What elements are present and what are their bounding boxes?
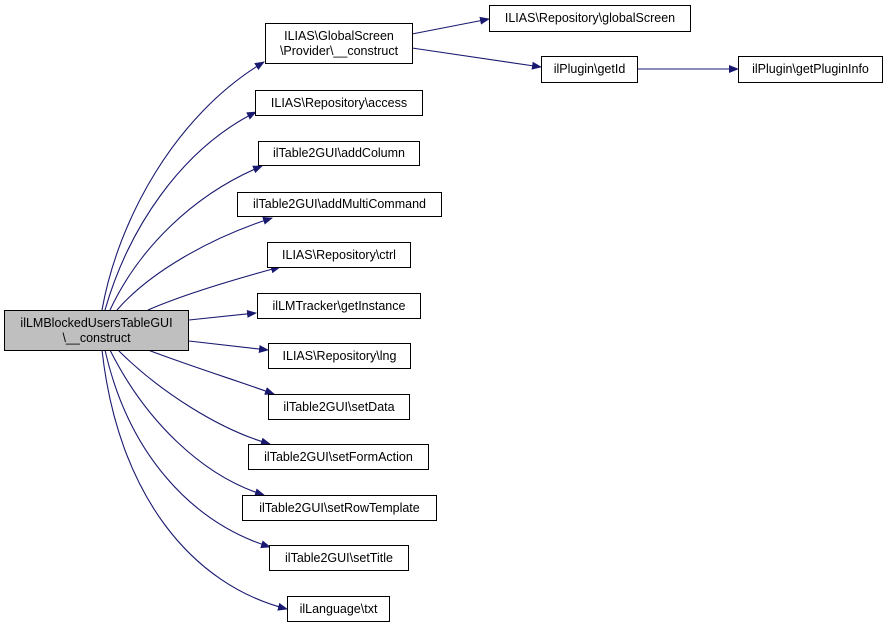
edge-root-to-table2gui-setrowtemplate — [109, 349, 265, 497]
node-label: ilLMTracker\getInstance — [272, 298, 406, 313]
edge-root-to-lmtracker-getinstance — [188, 309, 257, 321]
node-label: ilPlugin\getId — [553, 62, 626, 76]
node-label: ilTable2GUI\setFormAction — [264, 449, 413, 464]
edge-root-to-globalscreen-provider-construct — [101, 61, 265, 311]
node-label: ilLanguage\txt — [299, 601, 378, 616]
edge-globalscreen-provider-construct-to-plugin-getid — [411, 47, 542, 70]
node-table2gui-settitle[interactable]: ilTable2GUI\setTitle — [269, 545, 409, 571]
node-lmtracker-getinstance[interactable]: ilLMTracker\getInstance — [257, 293, 421, 319]
node-label: ilTable2GUI\addColumn — [272, 146, 405, 160]
node-repository-globalscreen[interactable]: ILIAS\Repository\globalScreen — [489, 5, 691, 32]
node-table2gui-setformaction[interactable]: ilTable2GUI\setFormAction — [248, 444, 429, 470]
edge-root-to-repository-lng — [188, 340, 269, 353]
node-label-line2: \__construct — [62, 330, 131, 345]
node-table2gui-addmulticommand[interactable]: ilTable2GUI\addMultiCommand — [237, 192, 442, 217]
node-table2gui-setdata[interactable]: ilTable2GUI\setData — [268, 394, 410, 420]
edge-root-to-language-txt — [101, 349, 288, 611]
node-label: ilTable2GUI\setTitle — [285, 550, 393, 565]
edge-globalscreen-provider-construct-to-repository-globalscreen — [411, 16, 490, 35]
node-label: ILIAS\Repository\lng — [282, 348, 397, 363]
node-table2gui-addcolumn[interactable]: ilTable2GUI\addColumn — [258, 141, 420, 166]
edge-root-to-table2gui-addcolumn — [109, 165, 263, 311]
node-label: ilTable2GUI\setData — [283, 399, 395, 414]
node-label: ilTable2GUI\setRowTemplate — [259, 500, 420, 515]
node-globalscreen-provider-construct[interactable]: ILIAS\GlobalScreen \Provider\__construct — [265, 23, 413, 64]
edge-root-to-table2gui-addmulticommand — [116, 216, 273, 311]
node-language-txt[interactable]: ilLanguage\txt — [287, 596, 390, 622]
node-label: ILIAS\Repository\ctrl — [282, 247, 396, 262]
edge-root-to-table2gui-setformaction — [117, 349, 271, 446]
node-label: ILIAS\Repository\access — [270, 95, 408, 110]
node-plugin-getplugininfo[interactable]: ilPlugin\getPluginInfo — [738, 56, 883, 83]
edge-root-to-table2gui-settitle — [104, 349, 271, 549]
node-table2gui-setrowtemplate[interactable]: ilTable2GUI\setRowTemplate — [242, 495, 437, 521]
node-label: ilTable2GUI\addMultiCommand — [253, 197, 426, 211]
node-repository-lng[interactable]: ILIAS\Repository\lng — [268, 343, 411, 369]
node-label: ilPlugin\getPluginInfo — [752, 62, 869, 76]
node-label-line1: ILIAS\GlobalScreen — [284, 28, 394, 43]
node-label: ILIAS\Repository\globalScreen — [504, 11, 676, 25]
edge-root-to-table2gui-setdata — [147, 349, 275, 395]
node-label-line2: \Provider\__construct — [279, 43, 399, 58]
node-label-line1: ilLMBlockedUsersTableGUI — [20, 315, 173, 330]
edge-root-to-repository-access — [104, 111, 257, 311]
node-ilLMBlockedUsersTableGUI-construct: ilLMBlockedUsersTableGUI \__construct — [4, 310, 189, 351]
node-repository-access[interactable]: ILIAS\Repository\access — [255, 90, 423, 116]
node-plugin-getid[interactable]: ilPlugin\getId — [541, 56, 638, 83]
edge-root-to-repository-ctrl — [147, 265, 281, 311]
node-repository-ctrl[interactable]: ILIAS\Repository\ctrl — [267, 242, 411, 268]
